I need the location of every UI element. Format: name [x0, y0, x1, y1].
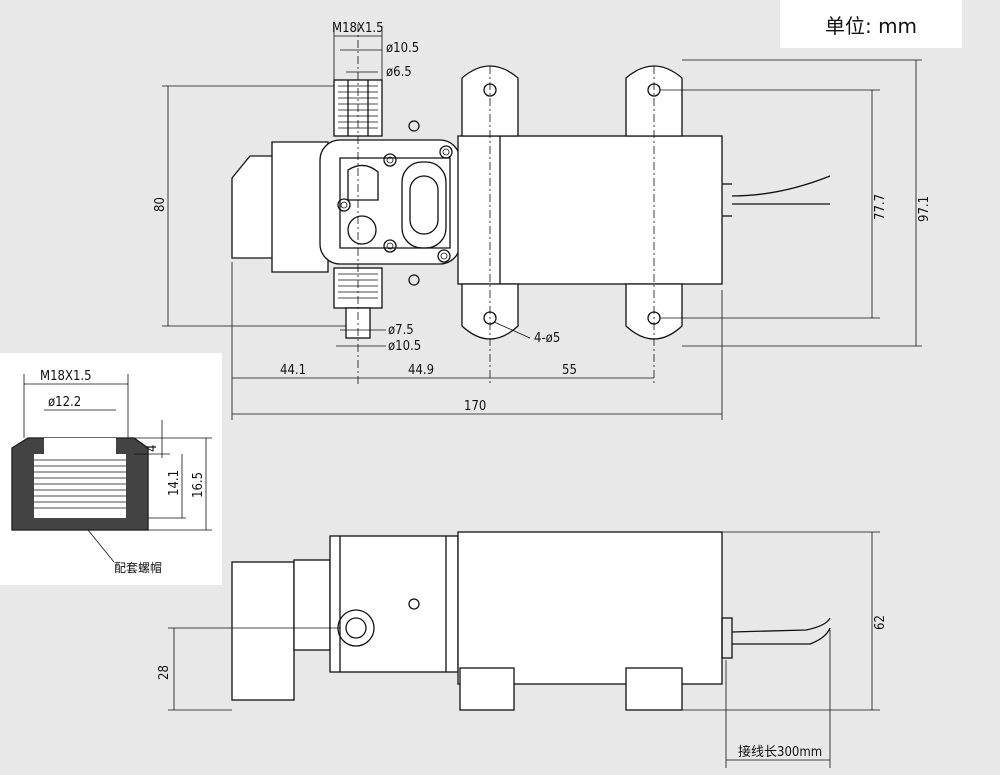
dim-height-80: 80 [153, 197, 168, 212]
side-motor-body [457, 531, 723, 685]
cap-dim-top: 4 [145, 445, 160, 452]
side-pump-head [329, 535, 459, 673]
cap-dim-thread-depth: 14.1 [167, 470, 182, 496]
unit-label: 单位: mm [780, 0, 962, 48]
dim-length-170: 170 [464, 399, 486, 414]
chamber-oval [401, 161, 447, 249]
side-left-block [231, 561, 295, 701]
dim-right-55: 55 [562, 363, 577, 378]
cap-caption: 配套螺帽 [114, 560, 162, 575]
dim-overall-height: 97.1 [917, 196, 932, 222]
dim-hole-spacing: 77.7 [873, 194, 888, 220]
cap-detail: M18X1.5 ø12.2 4 14.1 16.5 配套螺帽 [11, 369, 212, 575]
dim-left-44-1: 44.1 [280, 363, 306, 378]
side-mount-left [459, 667, 515, 711]
cap-dim-height: 16.5 [191, 472, 206, 498]
dim-inlet-inner: ø7.5 [388, 323, 414, 338]
dim-thread-top: M18X1.5 [332, 21, 384, 36]
dim-outlet-outer: ø10.5 [386, 41, 419, 56]
dim-outlet-inner: ø6.5 [386, 65, 412, 80]
dim-middle-44-9: 44.9 [408, 363, 434, 378]
top-view: M18X1.5 ø10.5 ø6.5 ø7.5 ø10.5 4-ø5 80 77… [153, 21, 932, 420]
motor-body [457, 135, 723, 285]
cap-dim-thread: M18X1.5 [40, 369, 92, 384]
side-wire [731, 617, 831, 633]
side-view: 28 62 接线长300mm [157, 531, 888, 768]
side-dim-62: 62 [873, 615, 888, 630]
side-dim-wire: 接线长300mm [738, 744, 822, 760]
side-mount-right [625, 667, 683, 711]
dim-inlet-outer: ø10.5 [388, 339, 421, 354]
side-dim-28: 28 [157, 665, 172, 680]
power-wire [731, 175, 831, 197]
pump-head-left [231, 141, 329, 273]
cap-dim-inner: ø12.2 [48, 395, 81, 410]
dim-mount-holes: 4-ø5 [534, 331, 560, 346]
